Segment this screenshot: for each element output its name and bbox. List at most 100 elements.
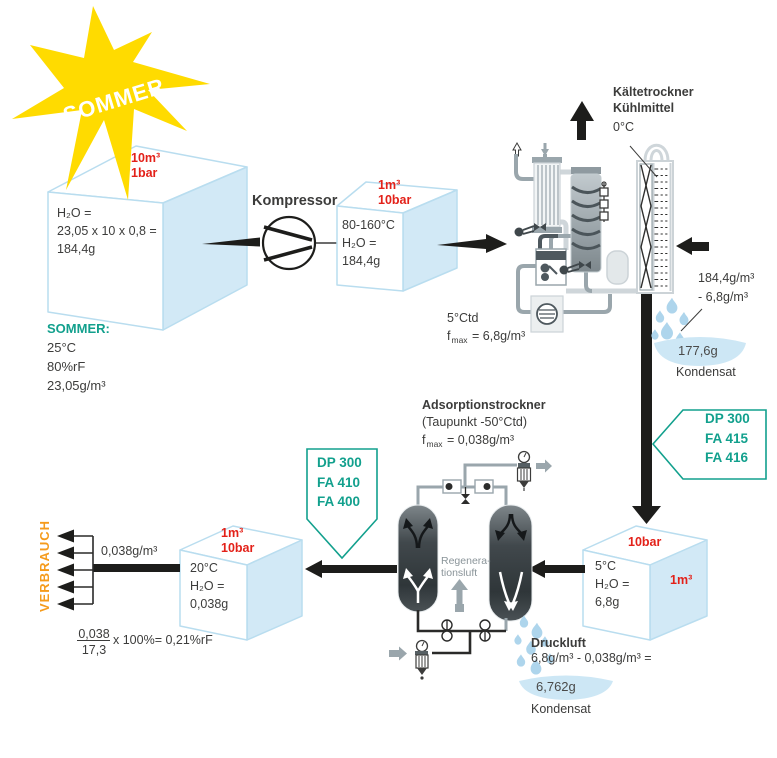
cube1-line3: 184,4g <box>57 242 96 257</box>
badge-2-shape <box>306 448 378 560</box>
purge-arrow-icon <box>389 646 407 661</box>
cube1-line2: 23,05 x 10 x 0,8 = <box>57 224 157 239</box>
condensate2-amount: 6,762g <box>536 679 576 694</box>
condensate2-title: Druckluft <box>531 636 586 650</box>
cube3-volume: 1m³ <box>670 573 693 587</box>
badge2-line1: DP 300 <box>317 455 362 470</box>
cube2-content: 80-160°C H₂O = 184,4g <box>342 218 395 269</box>
badge1-line2: FA 415 <box>705 430 749 446</box>
flow-arrow-into-dryer <box>676 237 709 255</box>
condensate2-label: Kondensat <box>531 702 591 716</box>
compressor-label: Kompressor <box>252 193 338 209</box>
outlet-arrow-icon <box>536 459 552 473</box>
flow-arrow-4 <box>305 560 397 578</box>
condensate1-label: Kondensat <box>676 365 736 379</box>
cube2-line1: 80-160°C <box>342 218 395 232</box>
cube3-content: 5°C H₂O = 6,8g <box>595 559 630 610</box>
formula-rest: x 100%= 0,21%rF <box>113 633 213 647</box>
flow-arrow-1 <box>202 237 260 247</box>
cube2-volume: 1m³ <box>378 178 401 192</box>
season-temp: 25°C <box>47 340 77 355</box>
formula-fraction-bar <box>77 640 110 641</box>
badge2-line2: FA 410 <box>317 474 361 490</box>
badge2-line3: FA 400 <box>317 494 361 510</box>
water-drops-icon <box>651 297 689 345</box>
puddle-icon <box>654 337 746 366</box>
water-drops-icon <box>514 615 554 675</box>
cube4-line1: 20°C <box>190 561 218 575</box>
flow-arrow-2 <box>437 234 507 253</box>
cube4-line3: 0,038g <box>190 597 229 612</box>
consumption-label: VERBRAUCH <box>37 519 52 613</box>
adsorption-dryer-machine <box>389 450 552 680</box>
sun-star-icon <box>12 6 210 200</box>
puddle-icon <box>519 675 613 700</box>
adsorption-fmax: fmax = 0,038g/m³ <box>422 433 515 449</box>
fmax-sub: max <box>426 439 443 449</box>
cube2-line3: 184,4g <box>342 254 381 269</box>
drain-valve-icon <box>514 223 546 237</box>
cube1-content: H₂O = 23,05 x 10 x 0,8 = 184,4g <box>57 206 157 257</box>
fan-icon <box>640 164 652 289</box>
cube3-line1: 5°C <box>595 559 616 573</box>
cube4-content: 20°C H₂O = 0,038g <box>190 561 229 612</box>
cube2-pressure: 10bar <box>378 193 412 207</box>
regeneration-label1: Regenera- <box>441 555 491 567</box>
condensate1-amount: 177,6g <box>678 343 718 358</box>
cube1-volume: 10m³ <box>131 151 161 165</box>
compressor-symbol <box>261 215 338 271</box>
adsorption-subtitle: (Taupunkt -50°Ctd) <box>422 415 528 429</box>
formula-denominator: 17,3 <box>81 643 107 657</box>
consumption-flow <box>57 529 180 611</box>
cube4-line2: H₂O = <box>190 579 225 594</box>
fmax-f: f <box>422 433 426 447</box>
cube3-pressure: 10bar <box>628 535 662 549</box>
condensate1-outflow: - 6,8g/m³ <box>698 290 749 304</box>
cube3-line3: 6,8g <box>595 595 620 610</box>
cube-3 <box>582 525 708 641</box>
regeneration-label2: tionsluft <box>441 567 478 579</box>
refrigeration-dryer-title2: Kühlmittel <box>613 101 675 115</box>
season-heading: SOMMER: <box>47 321 110 336</box>
badge1-line3: FA 416 <box>705 450 749 466</box>
formula-numerator: 0,038 <box>78 627 110 641</box>
condensate-2-water <box>514 615 613 700</box>
fmax-value: = 0,038g/m³ <box>443 433 515 447</box>
fmax-value: = 6,8g/m³ <box>468 329 526 343</box>
flow-arrow-3 <box>528 560 585 578</box>
cube-1 <box>47 145 248 331</box>
filter-gauge-icon <box>516 450 532 491</box>
refrigeration-dryer-machine <box>512 101 674 333</box>
cube-2 <box>336 181 458 292</box>
cube4-pressure: 10bar <box>221 541 255 555</box>
drain-valve-icon <box>559 261 591 275</box>
cube4-volume: 1m³ <box>221 526 244 540</box>
dryer-outlet-dewpoint: 5°Ctd <box>447 311 479 325</box>
cube-4 <box>179 525 303 641</box>
cube1-pressure: 1bar <box>131 166 158 180</box>
badge-1: DP 300 FA 415 FA 416 <box>705 411 750 471</box>
dryer-fmax: fmax = 6,8g/m³ <box>447 329 526 345</box>
adsorption-title: Adsorptionstrockner <box>422 398 546 412</box>
cube1-line1: H₂O = <box>57 206 92 220</box>
cube4-flow-label: 0,038g/m³ <box>101 544 158 558</box>
fmax-f: f <box>447 329 451 343</box>
badge-1-shape <box>651 409 767 480</box>
fmax-sub: max <box>451 335 468 345</box>
season-humidity: 80%rF <box>47 359 86 374</box>
season-water: 23,05g/m³ <box>47 378 106 393</box>
purge-valve-icon <box>441 619 491 642</box>
consumption-arrowheads <box>57 529 74 611</box>
cube2-line2: H₂O = <box>342 236 377 251</box>
cube3-line2: H₂O = <box>595 577 630 592</box>
condensate-1-water <box>651 297 746 366</box>
filter-gauge-icon <box>415 639 429 680</box>
refrigeration-dryer-title1: Kältetrockner <box>613 85 694 99</box>
flow-line-down <box>632 294 661 524</box>
condensate2-calc: 6,8g/m³ - 0,038g/m³ = <box>531 651 652 665</box>
badge1-line1: DP 300 <box>705 411 750 426</box>
refrigeration-dryer-temp: 0°C <box>613 120 634 134</box>
badge-2: DP 300 FA 410 FA 400 <box>317 455 362 515</box>
